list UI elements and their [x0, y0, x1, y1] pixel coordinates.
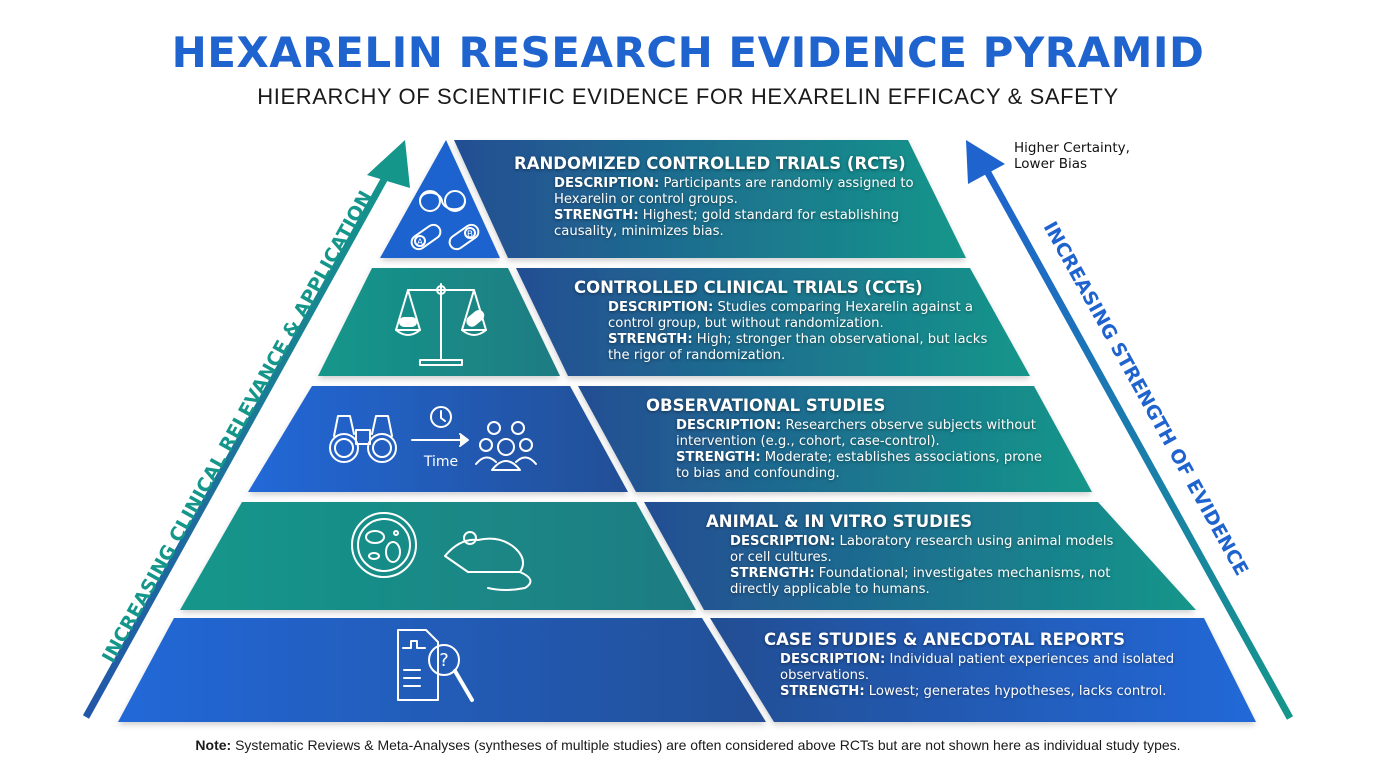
- description-label: DESCRIPTION:: [676, 418, 782, 433]
- strength-text: Lowest; generates hypotheses, lacks cont…: [868, 684, 1167, 699]
- mouse-icon: [444, 531, 532, 591]
- tier-title: RANDOMIZED CONTROLLED TRIALS (RCTs): [514, 154, 906, 173]
- tier-title: ANIMAL & IN VITRO STUDIES: [706, 512, 973, 531]
- tier-case-left-panel: [118, 618, 766, 722]
- tier-cct-right-panel: [516, 268, 1030, 376]
- strength-label: STRENGTH:: [608, 332, 693, 347]
- group-of-people-icon: [475, 421, 537, 471]
- note-text: Systematic Reviews & Meta-Analyses (synt…: [235, 737, 1181, 753]
- right-axis-annotation: Higher Certainty, Lower Bias: [1014, 140, 1130, 172]
- arrow-right-icon: [411, 433, 469, 447]
- arrowhead-icon: [966, 140, 1005, 184]
- tier-cct-text: CONTROLLED CLINICAL TRIALS (CCTs) DESCRI…: [574, 278, 988, 364]
- page-subtitle: HIERARCHY OF SCIENTIFIC EVIDENCE FOR HEX…: [257, 84, 1119, 109]
- description-text: Laboratory research using animal models …: [730, 534, 1114, 565]
- tier-rct-text: RANDOMIZED CONTROLLED TRIALS (RCTs) DESC…: [514, 154, 914, 240]
- medical-report-magnifier-icon: [397, 629, 474, 702]
- strength-label: STRENGTH:: [676, 450, 761, 465]
- tier-observational-text: OBSERVATIONAL STUDIES DESCRIPTION: Resea…: [646, 396, 1056, 482]
- right-axis-arrow: [966, 140, 1294, 720]
- footer-note: Note: Systematic Reviews & Meta-Analyses…: [0, 737, 1376, 753]
- description-label: DESCRIPTION:: [730, 534, 836, 549]
- balance-scale-icon: [395, 283, 487, 366]
- strength-label: STRENGTH:: [554, 208, 639, 223]
- strength-label: STRENGTH:: [780, 684, 865, 699]
- tier-cct-left-panel: [318, 268, 560, 376]
- tier-case-text: CASE STUDIES & ANECDOTAL REPORTS DESCRIP…: [764, 630, 1190, 700]
- description-text: Participants are randomly assigned to He…: [554, 176, 914, 207]
- tier-animal-right-panel: [644, 502, 1196, 610]
- description-label: DESCRIPTION:: [608, 300, 714, 315]
- tier-observational-right-panel: [578, 386, 1092, 492]
- strength-text: Moderate; establishes associations, pron…: [676, 450, 1042, 481]
- description-label: DESCRIPTION:: [780, 652, 886, 667]
- tier-title: CONTROLLED CLINICAL TRIALS (CCTs): [574, 278, 923, 297]
- capsule-b-label: B: [467, 230, 473, 240]
- left-axis-arrow: [82, 140, 410, 719]
- strength-text: Highest; gold standard for establishing …: [554, 208, 900, 239]
- description-text: Individual patient experiences and isola…: [780, 652, 1175, 683]
- tier-animal-left-panel: [180, 502, 696, 610]
- tier-title: CASE STUDIES & ANECDOTAL REPORTS: [764, 630, 1126, 649]
- tier-animal-text: ANIMAL & IN VITRO STUDIES DESCRIPTION: L…: [706, 512, 1130, 598]
- annotation-line-1: Higher Certainty,: [1014, 140, 1130, 156]
- tier-case: [118, 618, 1256, 722]
- description-text: Studies comparing Hexarelin against a co…: [608, 300, 973, 331]
- strength-label: STRENGTH:: [730, 566, 815, 581]
- clock-icon: [430, 406, 452, 428]
- tier-animal: [180, 502, 1196, 610]
- tier-rct-right-panel: [454, 140, 966, 258]
- question-mark-icon: ?: [439, 650, 449, 671]
- arrowhead-icon: [367, 140, 410, 188]
- description-label: DESCRIPTION:: [554, 176, 660, 191]
- strength-text: High; stronger than observational, but l…: [608, 332, 988, 363]
- description-text: Researchers observe subjects without int…: [676, 418, 1036, 449]
- capsule-b-icon: [448, 223, 480, 251]
- time-label: Time: [423, 454, 458, 470]
- tier-cct: [318, 268, 1030, 376]
- tier-title: OBSERVATIONAL STUDIES: [646, 396, 886, 415]
- page-title: HEXARELIN RESEARCH EVIDENCE PYRAMID: [171, 28, 1205, 77]
- tier-case-right-panel: [710, 618, 1256, 722]
- capsule-a-icon: [410, 223, 442, 251]
- annotation-line-2: Lower Bias: [1014, 156, 1088, 172]
- infinity-gears-icon: [419, 190, 466, 212]
- capsule-a-label: A: [417, 238, 424, 248]
- binoculars-icon: [329, 415, 397, 463]
- note-label: Note:: [195, 737, 232, 753]
- petri-dish-icon: [351, 512, 417, 578]
- strength-text: Foundational; investigates mechanisms, n…: [730, 566, 1111, 597]
